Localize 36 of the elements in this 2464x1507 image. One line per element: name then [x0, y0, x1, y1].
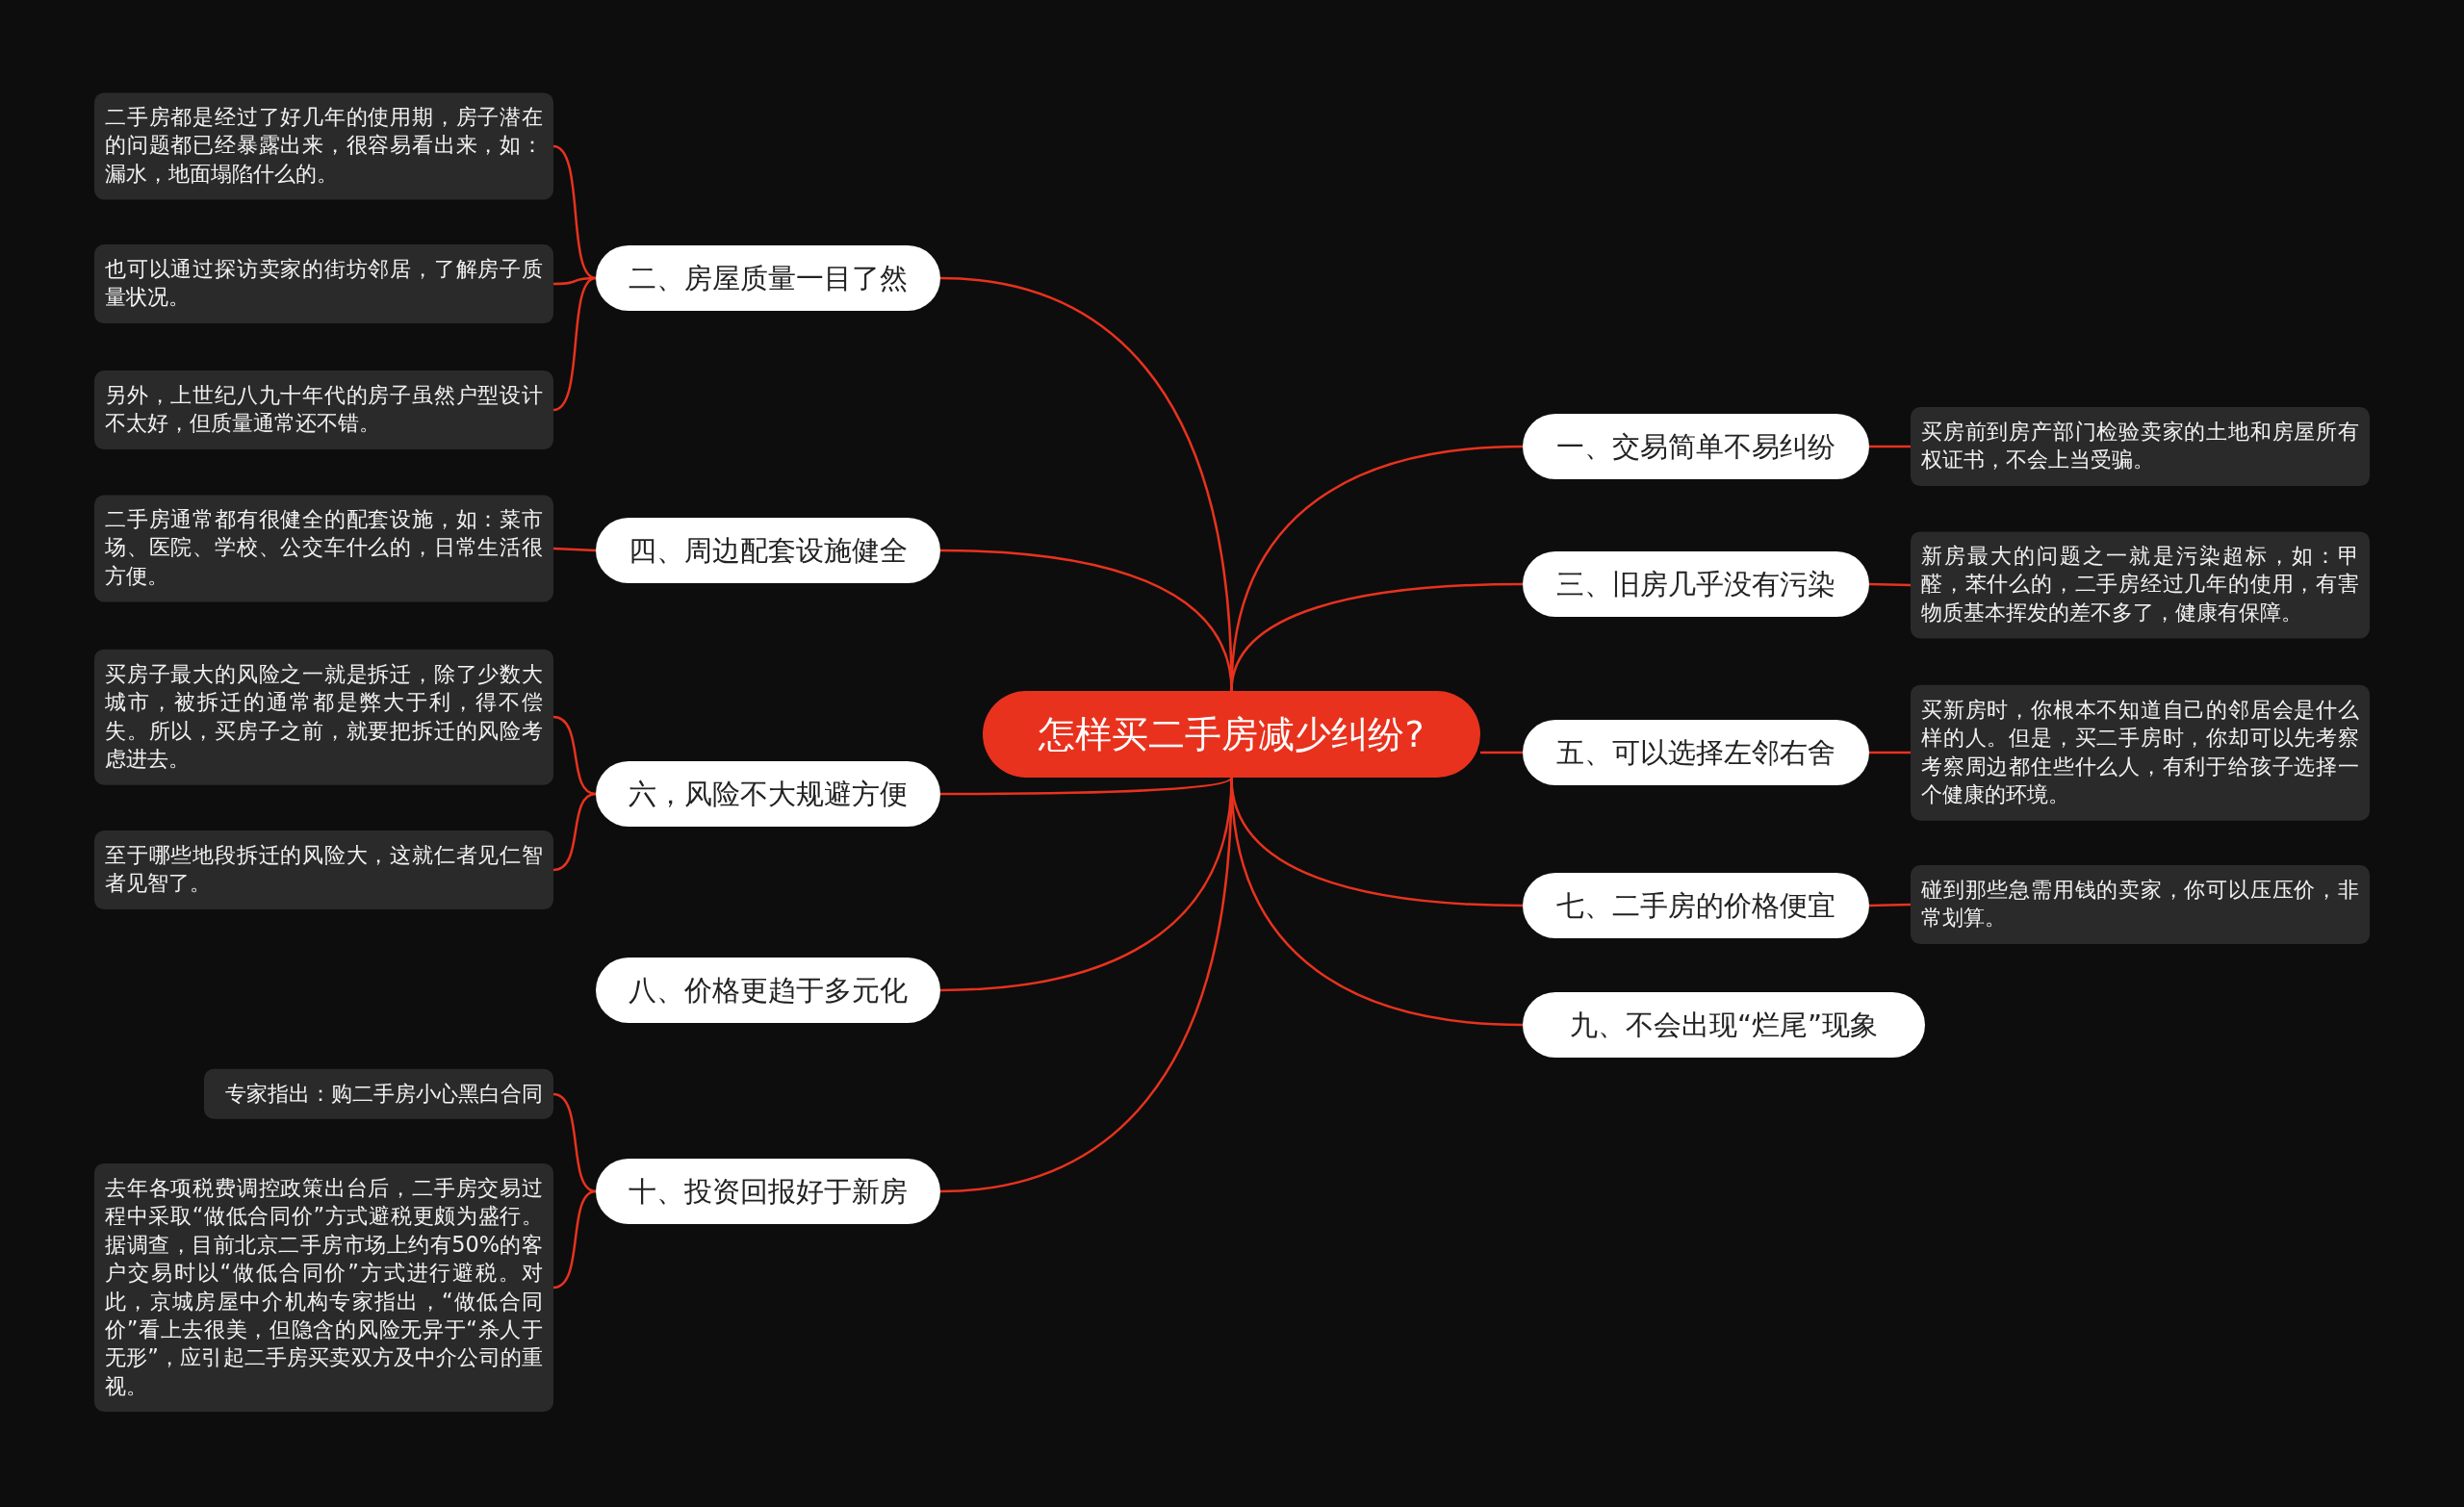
topic-pill: 五、可以选择左邻右舍	[1523, 720, 1869, 785]
note-card: 去年各项税费调控政策出台后，二手房交易过程中采取“做低合同价”方式避税更颇为盛行。据调查，目前北京二手房市场上约有50%的客户交易时以“做低合同价”方式进行避税。对此，京城房屋中介机构专家指出，“做低合同价”看上去很美，但隐含的风险无异于“杀人于无形”，应引起二手房买卖双方及中介公司的重视。	[94, 1162, 553, 1413]
topic-pill: 三、旧房几乎没有污染	[1523, 551, 1869, 617]
topic-pill: 九、不会出现“烂尾”现象	[1523, 992, 1925, 1058]
connector-line	[552, 792, 597, 872]
connector-line	[552, 715, 597, 796]
note-card: 二手房都是经过了好几年的使用期，房子潜在的问题都已经暴露出来，很容易看出来，如：漏水，地面塌陷什么的。	[94, 92, 553, 200]
note-card: 碰到那些急需用钱的卖家，你可以压压价，非常划算。	[1911, 865, 2370, 944]
connector-line	[552, 547, 597, 552]
topic-pill: 七、二手房的价格便宜	[1523, 873, 1869, 938]
connector-line	[552, 276, 597, 412]
note-card: 买房子最大的风险之一就是拆迁，除了少数大城市，被拆迁的通常都是弊大于利，得不偿失。所以，买房子之前，就要把拆迁的风险考虑进去。	[94, 649, 553, 785]
topic-pill: 二、房屋质量一目了然	[596, 245, 940, 311]
connector-line	[940, 777, 1233, 796]
central-topic: 怎样买二手房减少纠纷?	[983, 691, 1480, 778]
note-card: 专家指出：购二手房小心黑白合同	[204, 1068, 553, 1120]
note-card: 至于哪些地段拆迁的风险大，这就仁者见仁智者见智了。	[94, 830, 553, 909]
connector-line	[1869, 751, 1911, 754]
topic-pill: 一、交易简单不易纠纷	[1523, 414, 1869, 479]
note-card: 二手房通常都有很健全的配套设施，如：菜市场、医院、学校、公交车什么的，日常生活很方便。	[94, 495, 553, 602]
topic-pill: 十、投资回报好于新房	[596, 1159, 940, 1224]
connector-line	[552, 1189, 597, 1290]
connector-line	[1868, 903, 1912, 907]
topic-pill: 八、价格更趋于多元化	[596, 958, 940, 1023]
connector-line	[1869, 445, 1911, 448]
connector-line	[552, 1092, 597, 1193]
note-card: 也可以通过探访卖家的街坊邻居，了解房子质量状况。	[94, 244, 553, 323]
topic-pill: 六，风险不大规避方便	[596, 761, 940, 827]
note-card: 另外，上世纪八九十年代的房子虽然户型设计不太好，但质量通常还不错。	[94, 370, 553, 449]
note-card: 新房最大的问题之一就是污染超标，如：甲醛，苯什么的，二手房经过几年的使用，有害物质基本挥发的差不多了，健康有保障。	[1911, 531, 2370, 639]
note-card: 买房前到房产部门检验卖家的土地和房屋所有权证书，不会上当受骗。	[1911, 407, 2370, 486]
note-card: 买新房时，你根本不知道自己的邻居会是什么样的人。但是，买二手房时，你却可以先考察考察周边都住些什么人，有利于给孩子选择一个健康的环境。	[1911, 684, 2370, 821]
connector-line	[1480, 751, 1523, 754]
topic-pill: 四、周边配套设施健全	[596, 518, 940, 583]
connector-line	[1868, 582, 1912, 587]
connector-line	[552, 144, 597, 280]
